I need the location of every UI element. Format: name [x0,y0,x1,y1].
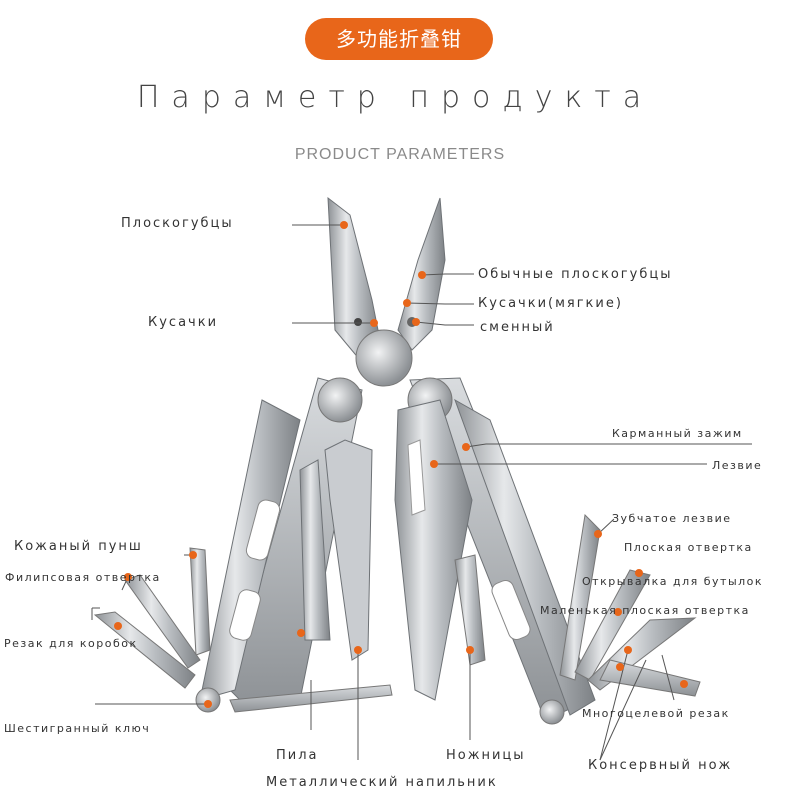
page-title: Параметр продукта [136,80,654,115]
label-kusachki-myagkie: Кусачки(мягкие) [478,296,623,311]
marker-dots [114,221,688,708]
left-tools [93,547,393,713]
label-ploskaya-otvertka: Плоская отвертка [624,541,753,554]
label-kozhanyi-punsh: Кожаный пунш [14,539,143,554]
main-pivot [355,329,413,387]
saw-blade [299,459,331,641]
label-pila: Пила [276,748,319,763]
label-lezvie: Лезвие [712,459,763,472]
label-shestigrannyi: Шестигранный ключ [4,722,151,735]
label-otkryvalka: Открывалка для бутылок [582,575,764,588]
label-mnogotselevoi: Многоцелевой резак [582,707,730,720]
right-tools [454,513,701,697]
scissors [454,554,486,666]
label-rezak-korobok: Резак для коробок [4,637,138,650]
metal-file [324,439,373,661]
label-ploskogubtsy: Плоскогубцы [121,216,234,231]
label-karmannyi-zazhim: Карманный зажим [612,427,743,440]
label-obychnye: Обычные плоскогубцы [478,267,673,282]
label-nozhnitsy: Ножницы [446,748,526,763]
label-kusachki-left: Кусачки [148,315,219,330]
label-filipsovaya: Филипсовая отвертка [5,571,161,584]
label-konservnyi: Консервный нож [588,758,733,773]
page-subtitle: PRODUCT PARAMETERS [294,146,506,163]
category-badge: 多功能折叠钳 [305,18,493,60]
label-napilnik: Металлический напильник [266,775,498,790]
label-smennyi: сменный [480,320,555,335]
label-zubchatoe: Зубчатое лезвие [612,512,732,525]
label-malenkaya-otvertka: Маленькая плоская отвертка [540,604,750,617]
